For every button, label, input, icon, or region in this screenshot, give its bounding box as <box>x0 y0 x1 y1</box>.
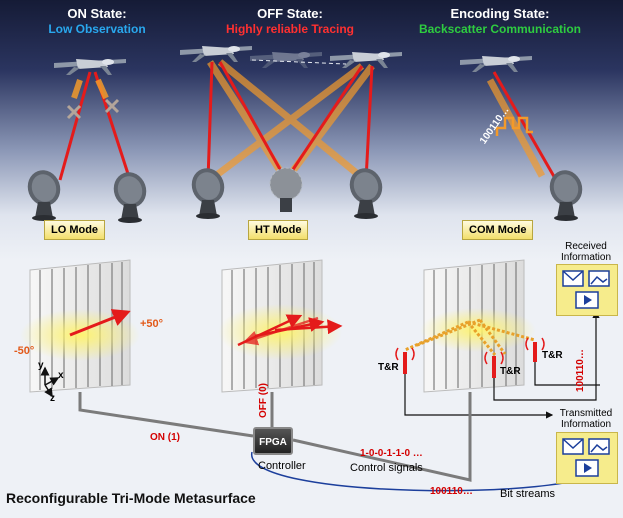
axes-icon <box>40 366 60 398</box>
bit-stream-value-label: 100110… <box>430 486 473 497</box>
received-bits-label: 100110… <box>575 349 586 392</box>
state-subtitle-on: Low Observation <box>48 22 146 36</box>
state-title-on: ON State: <box>67 6 127 21</box>
axis-label-x: x <box>58 370 64 381</box>
received-info-box <box>556 264 618 316</box>
transmitted-line-2: Information <box>560 419 612 430</box>
encoded-wave-icon <box>495 116 533 136</box>
media-icons <box>562 438 610 477</box>
transmitted-info-box <box>556 432 618 484</box>
block-x-icon <box>66 98 120 120</box>
tr-antenna-icon <box>395 337 545 378</box>
state-title-off: OFF State: <box>257 6 323 21</box>
mode-label-ht: HT Mode <box>248 220 309 240</box>
state-subtitle-encoding: Backscatter Communication <box>418 22 582 36</box>
com-top-scene <box>460 56 588 221</box>
state-subtitle-off: Highly reliable Tracing <box>225 22 355 36</box>
tr-label: T&R <box>542 350 563 361</box>
angle-label-plus: +50° <box>140 318 164 330</box>
off-signal-label: OFF (0) <box>258 383 269 418</box>
metasurface-panel-ht <box>218 259 343 393</box>
control-sequence-label: 1-0-0-1-1-0 … <box>360 448 423 459</box>
tr-label: T&R <box>378 362 399 373</box>
tr-label: T&R <box>500 366 521 377</box>
drone-icon <box>460 56 532 72</box>
axis-label-z: z <box>50 393 55 404</box>
received-line-2: Information <box>560 252 612 263</box>
bit-streams-label: Bit streams <box>500 488 556 500</box>
radome-icon <box>269 167 303 212</box>
metasurface-panel-lo <box>20 259 140 393</box>
drone-icon <box>330 52 402 68</box>
media-icons <box>562 270 610 309</box>
on-signal-label: ON (1) <box>150 432 180 443</box>
control-wires <box>78 392 472 482</box>
transmitted-title: Transmitted Information <box>553 408 619 430</box>
received-line-1: Received <box>565 241 607 252</box>
received-title: Received Information <box>553 241 619 263</box>
angle-label-minus: -50° <box>14 345 35 357</box>
dish-icon <box>108 167 152 223</box>
ht-top-scene <box>180 46 402 219</box>
controller-label: Controller <box>258 460 306 472</box>
metasurface-panel-com <box>395 259 545 393</box>
mode-label-com: COM Mode <box>462 220 534 240</box>
figure-caption: Reconfigurable Tri-Mode Metasurface <box>6 490 256 506</box>
mode-label-lo: LO Mode <box>44 220 106 240</box>
dish-icon <box>22 165 66 221</box>
drone-icon <box>180 46 252 62</box>
state-title-encoding: Encoding State: <box>450 6 550 21</box>
axis-label-y: y <box>38 360 44 371</box>
lo-top-scene <box>22 59 152 223</box>
transmitted-line-1: Transmitted <box>559 408 613 419</box>
fpga-chip: FPGA <box>253 427 293 455</box>
control-signals-label: Control signals <box>350 462 423 474</box>
